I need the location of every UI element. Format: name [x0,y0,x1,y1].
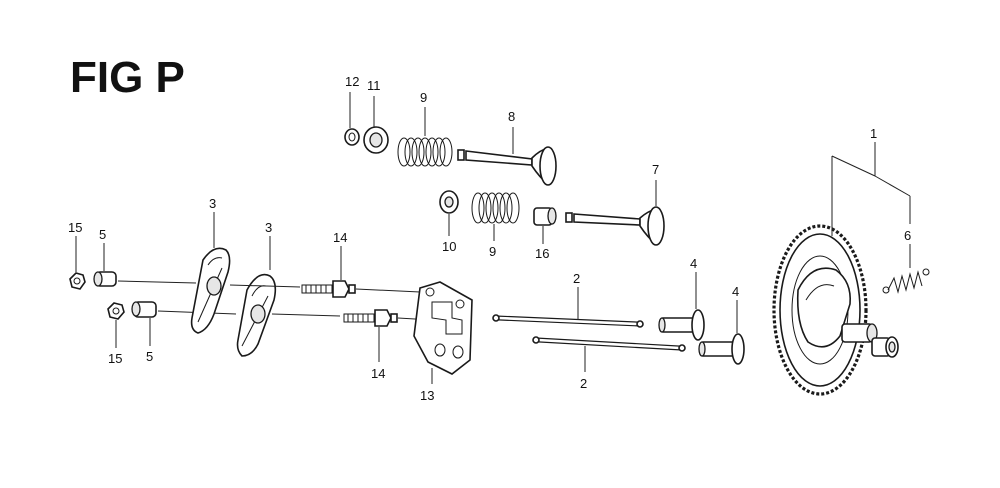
callout-3-left: 3 [209,196,216,211]
callout-9-lower: 9 [489,244,496,259]
part-4-tappet-upper [658,309,705,341]
callout-1: 1 [870,126,877,141]
part-9-valve-spring-upper [397,137,453,167]
callout-3-right: 3 [265,220,272,235]
part-2-push-rod-upper [492,314,644,328]
callout-16: 16 [535,246,549,261]
axis-line-upper-left [117,280,197,284]
part-2-push-rod-lower [532,336,686,352]
bracket-1-right [874,175,911,197]
axis-line-lower-mid [271,313,341,317]
callout-13: 13 [420,388,434,403]
callout-12: 12 [345,74,359,89]
callout-15-upper: 15 [68,220,82,235]
callout-5-lower: 5 [146,349,153,364]
part-6-spring [882,268,930,294]
part-9-valve-spring-lower [471,192,520,224]
callout-9-upper: 9 [420,90,427,105]
part-5-pivot-lower [131,301,157,318]
callout-2-lower: 2 [580,376,587,391]
part-15-nut-upper [69,272,86,290]
part-5-pivot-upper [93,271,117,287]
part-4-tappet-lower [698,333,745,365]
part-13-guide-plate [413,281,473,375]
callout-4-upper: 4 [690,256,697,271]
figure-title: FIG P [70,53,185,102]
part-3-rocker-arm-right [236,273,277,357]
part-12-ring [344,128,360,146]
part-7-valve [565,206,665,246]
callout-8: 8 [508,109,515,124]
part-14-stud-upper [301,280,356,298]
axis-line-upper-mid [229,284,301,288]
part-14-stud-lower [343,309,398,327]
callout-7: 7 [652,162,659,177]
part-8-valve [457,146,557,186]
bracket-1-left [831,155,876,177]
part-16-stem-cap [533,207,557,226]
part-15-nut-lower [107,302,125,320]
callout-4-lower: 4 [732,284,739,299]
callout-5-upper: 5 [99,227,106,242]
axis-line-upper-right [355,288,421,293]
part-3-rocker-arm-left [190,247,231,334]
part-10-retainer [439,190,459,214]
part-1-camshaft-gear [772,224,899,396]
callout-6: 6 [904,228,911,243]
callout-2-upper: 2 [573,271,580,286]
part-11-retainer [363,126,389,154]
callout-11: 11 [367,78,381,93]
callout-15-lower: 15 [108,351,122,366]
callout-10: 10 [442,239,456,254]
callout-14-upper: 14 [333,230,347,245]
callout-14-lower: 14 [371,366,385,381]
